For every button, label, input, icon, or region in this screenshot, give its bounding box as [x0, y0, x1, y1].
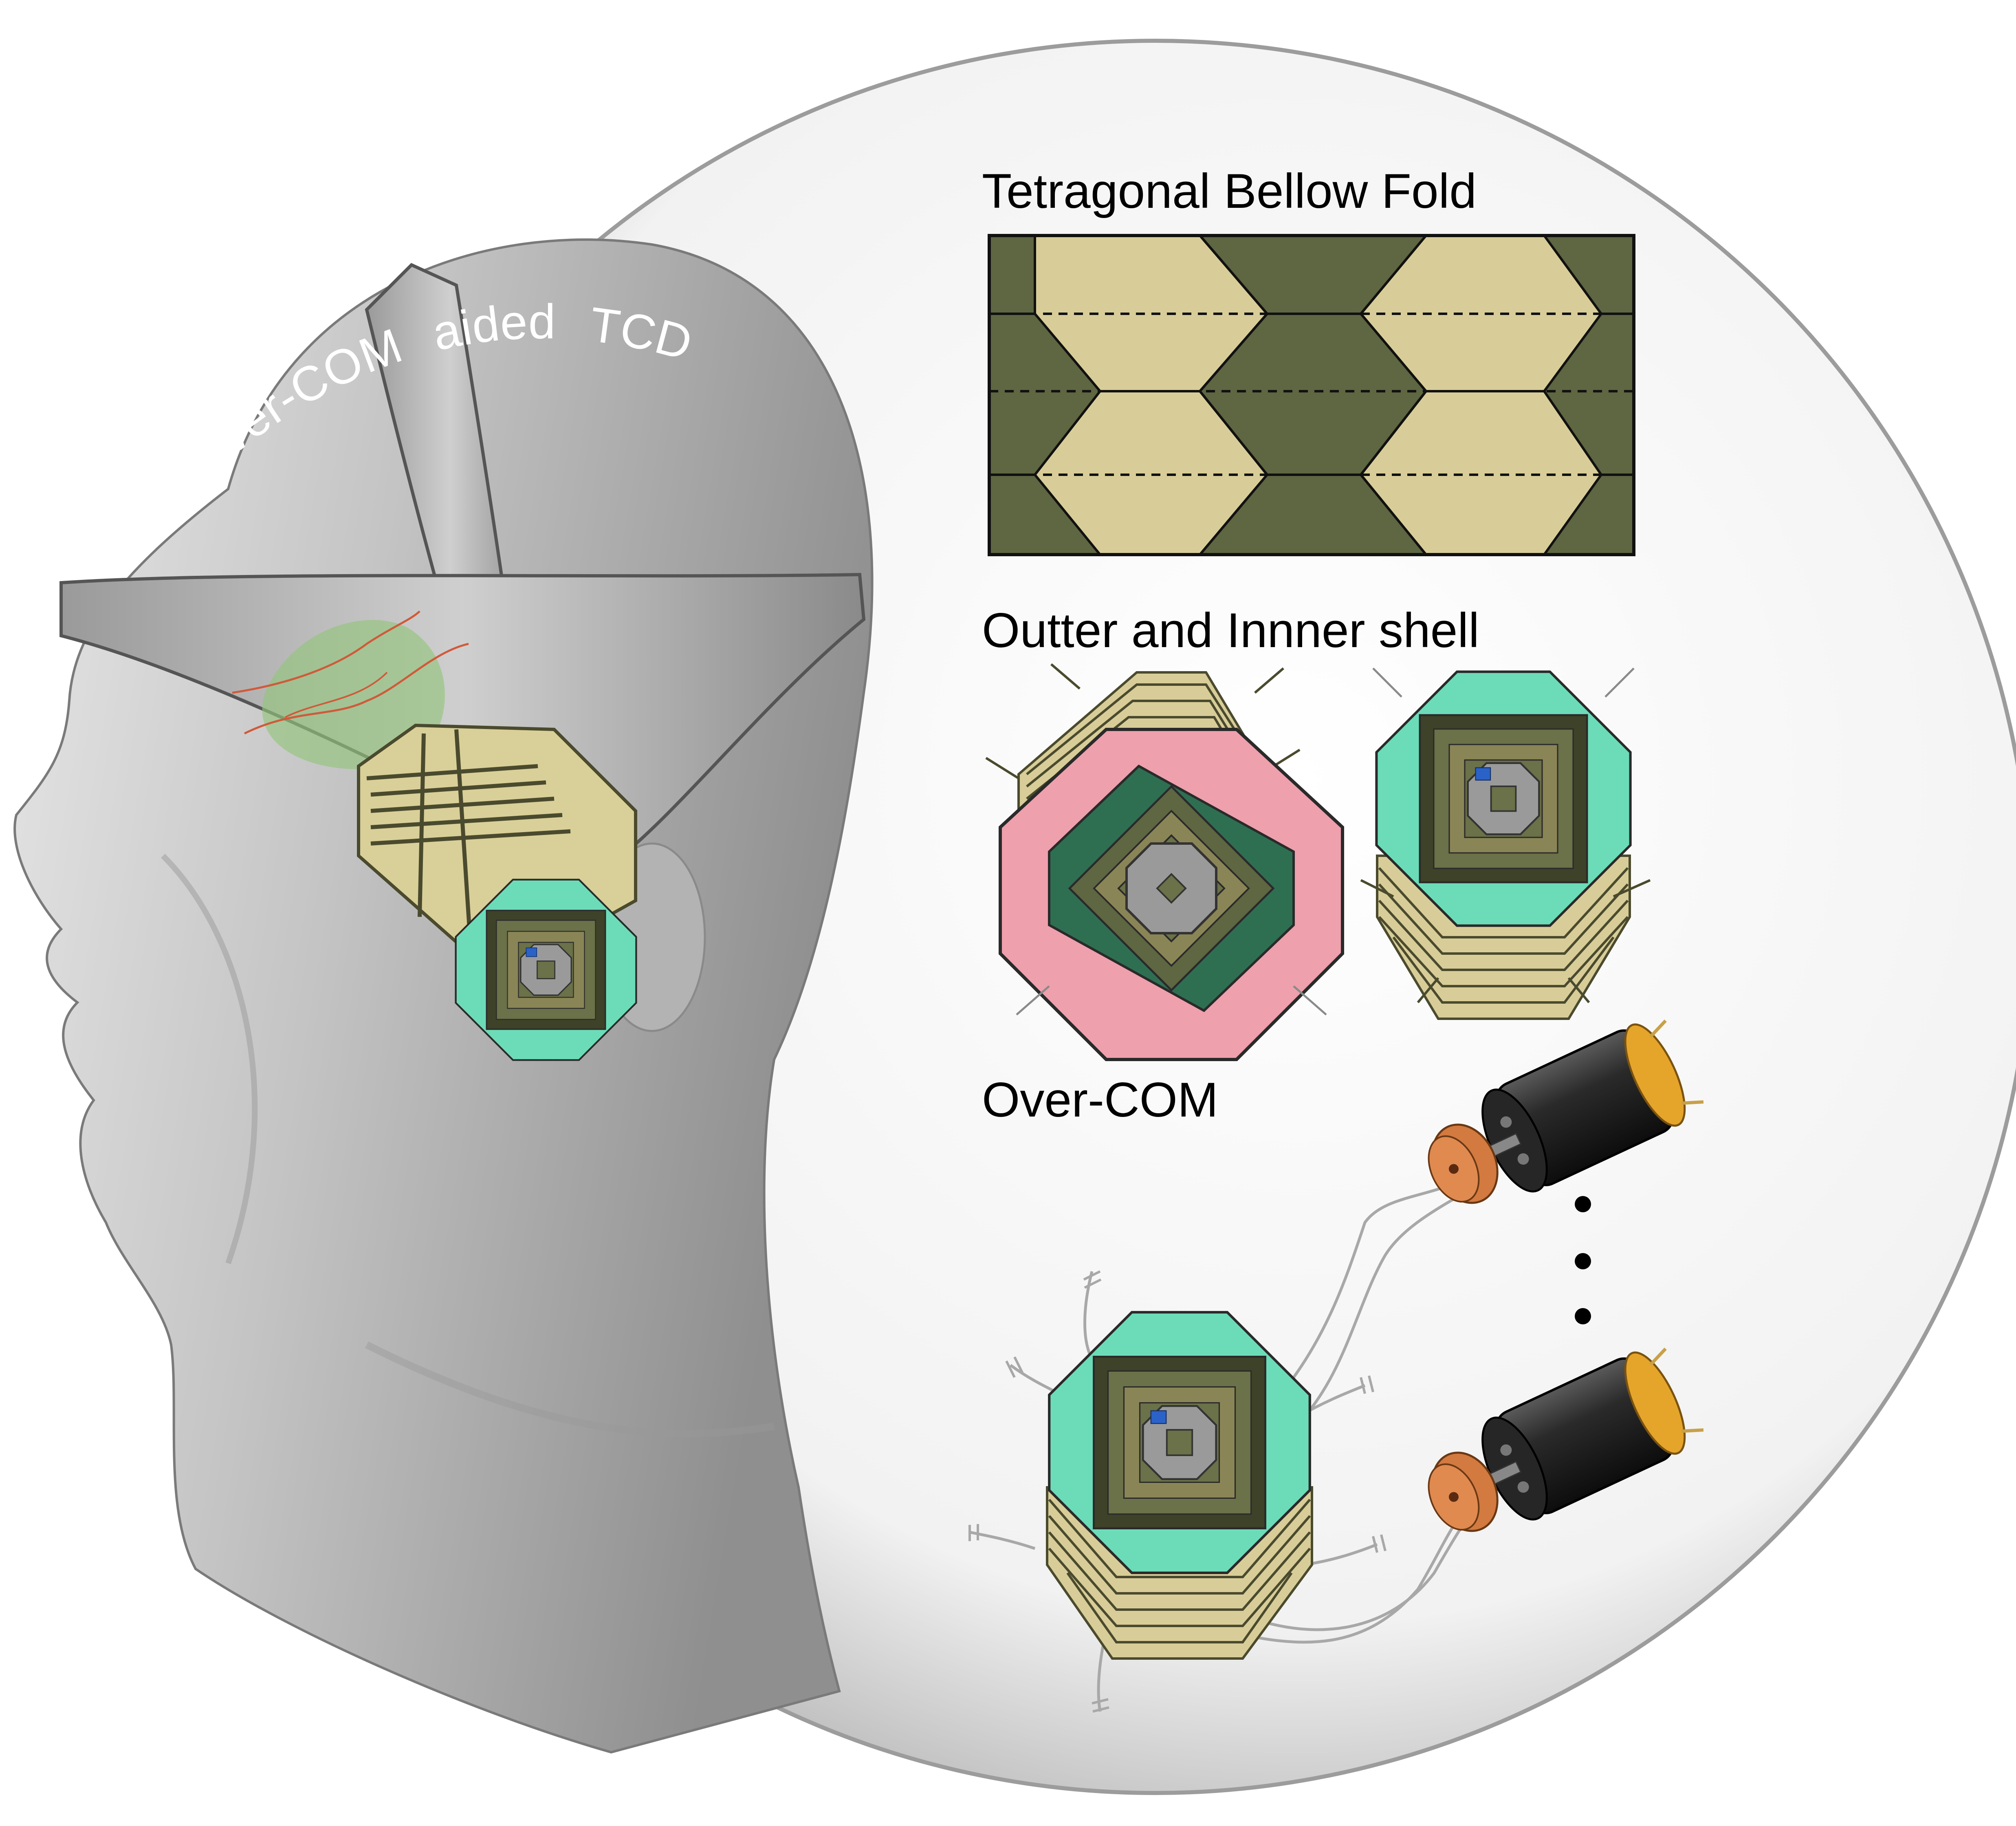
motor-top — [1428, 1019, 1704, 1204]
pulley-top — [1428, 1123, 1499, 1204]
section-title-shells: Outter and Innner shell — [982, 603, 1479, 658]
brain-target — [232, 610, 469, 769]
motor-bottom — [1428, 1347, 1704, 1532]
inner-shell-module — [1360, 667, 1651, 1020]
outer-shell-module — [985, 663, 1344, 1061]
section-title-bellow-fold: Tetragonal Bellow Fold — [982, 164, 1477, 218]
more-motors-ellipsis — [1575, 1196, 1591, 1324]
cable-break-marks — [968, 1270, 1387, 1713]
mounted-device — [357, 723, 637, 1060]
section-title-overcom: Over-COM — [982, 1073, 1218, 1127]
bellow-fold-pattern — [989, 236, 1634, 555]
overcom-module — [1046, 1312, 1313, 1660]
pulley-bottom — [1428, 1452, 1499, 1532]
